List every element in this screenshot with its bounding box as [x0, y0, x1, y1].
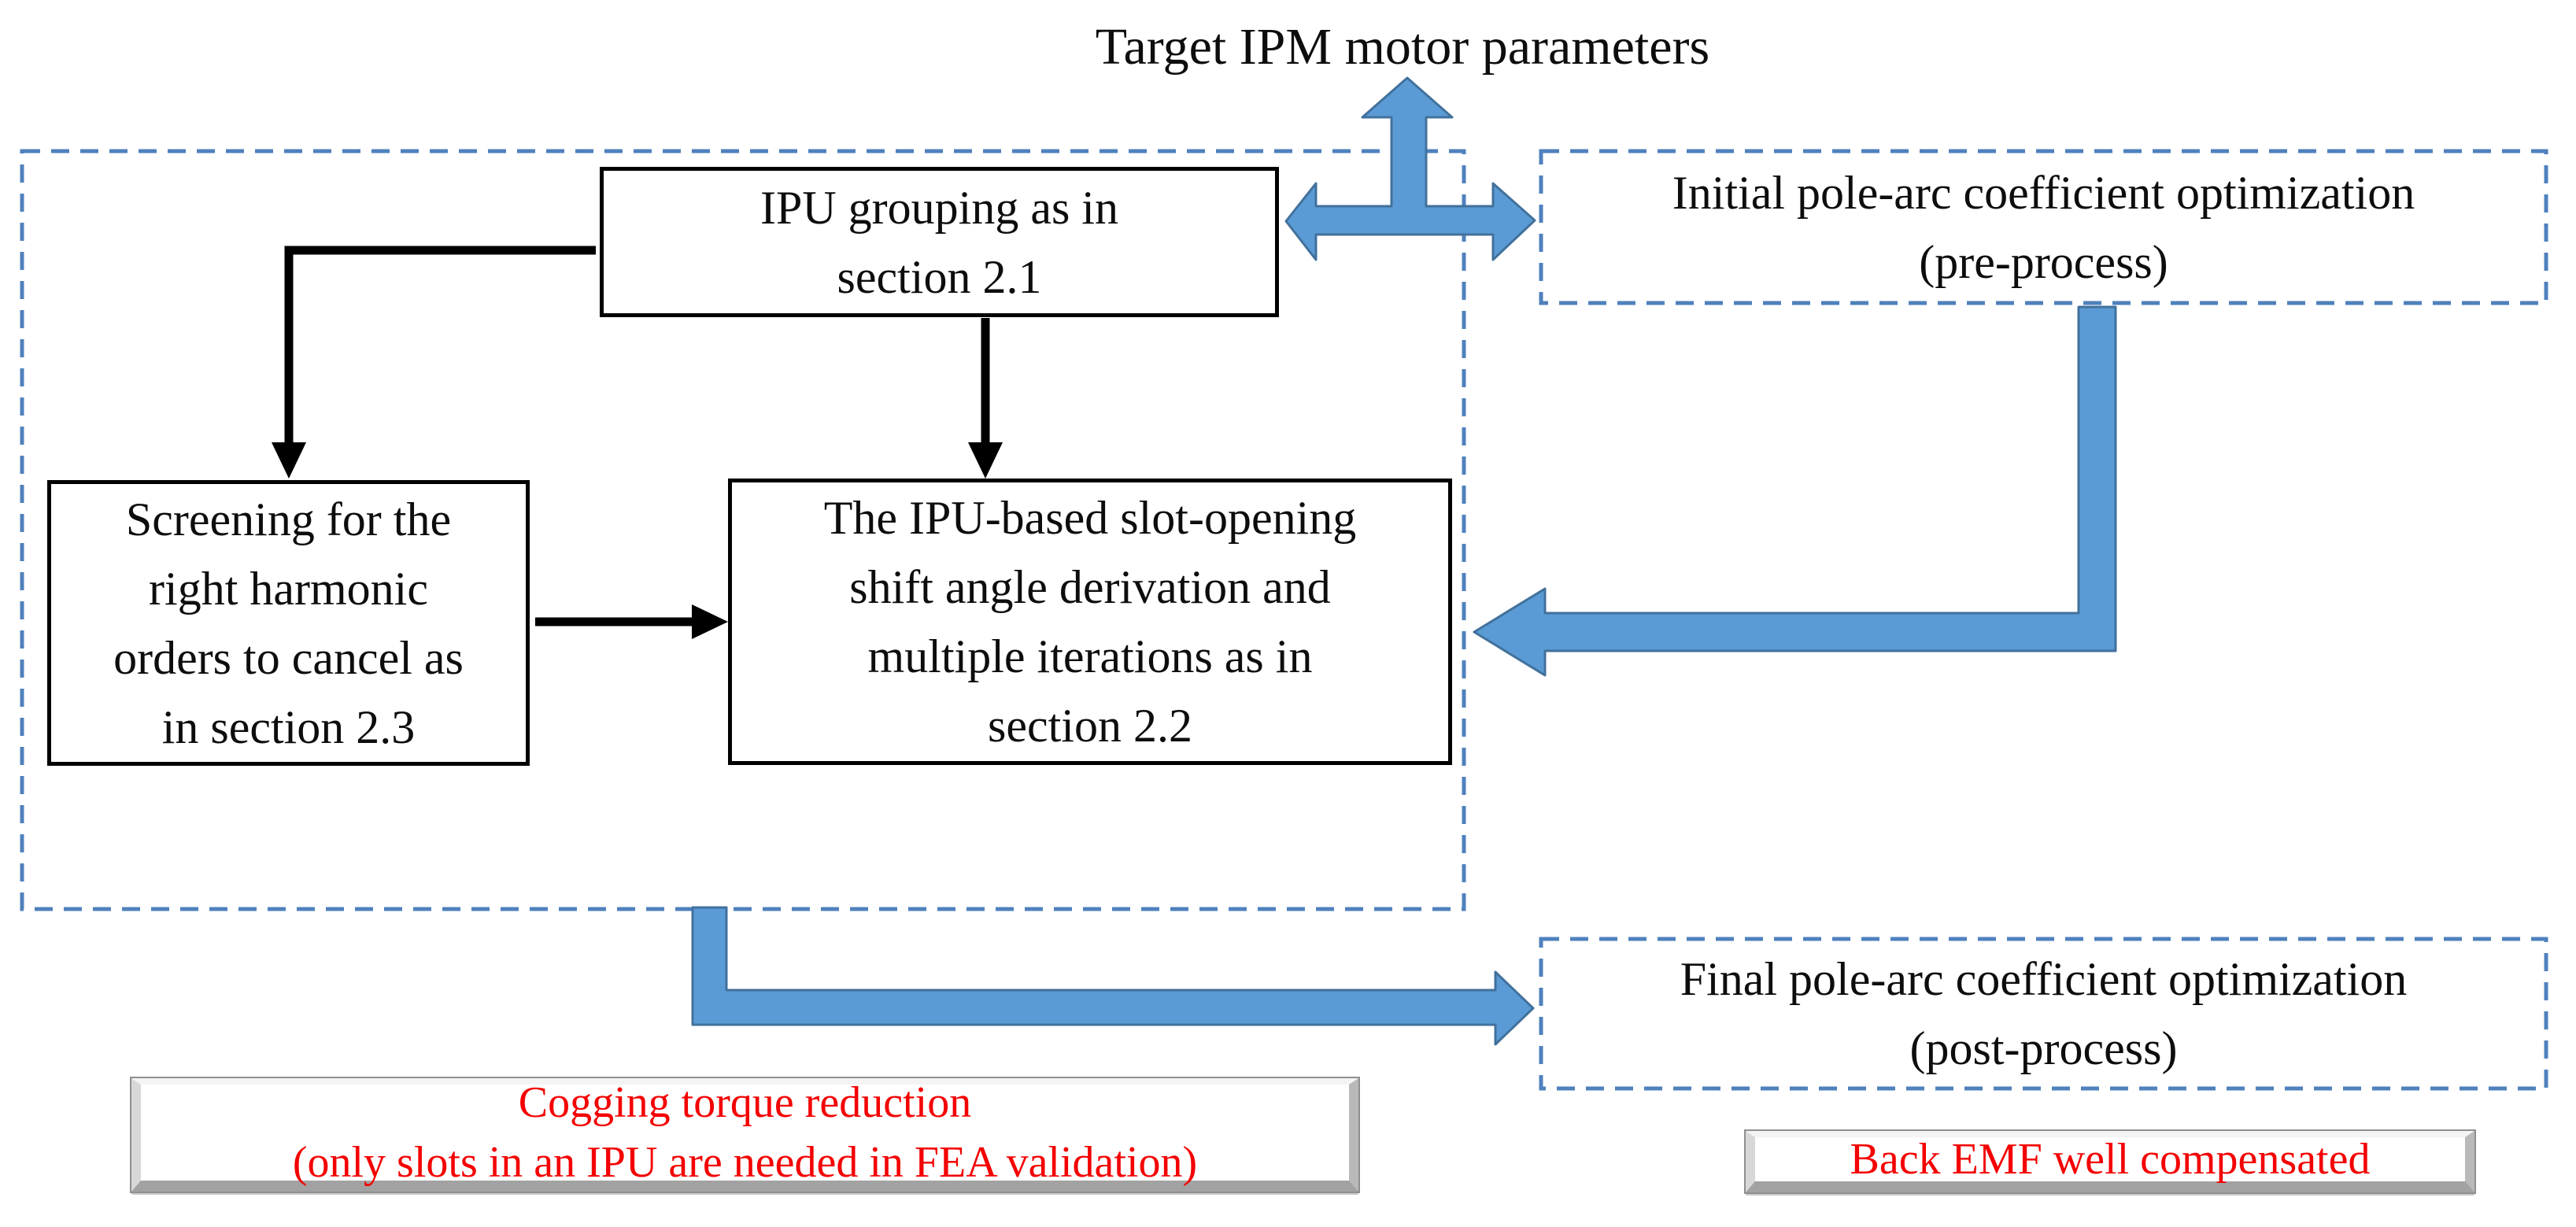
derivation-line: section 2.2 — [988, 700, 1192, 752]
final-pole-arc-box: Final pole-arc coefficient optimization … — [1541, 939, 2546, 1088]
cogging-torque-result-box: Cogging torque reduction (only slots in … — [130, 1077, 1360, 1193]
ipu-to-derivation-arrowhead-icon — [968, 442, 1003, 479]
cogging-torque-line: (only slots in an IPU are needed in FEA … — [292, 1138, 1198, 1187]
initial-pole-arc-box: Initial pole-arc coefficient optimizatio… — [1541, 151, 2546, 303]
screening-line: right harmonic — [149, 562, 428, 615]
derivation-line: shift angle derivation and — [849, 561, 1331, 613]
ipu-to-screening-arrowhead-icon — [272, 442, 306, 479]
back-emf-result-box: Back EMF well compensated — [1744, 1129, 2476, 1194]
screening-box: Screening for the right harmonic orders … — [47, 480, 530, 766]
final-pole-arc-line: (post-process) — [1909, 1022, 2178, 1074]
derivation-line: multiple iterations as in — [867, 630, 1313, 682]
screening-line: Screening for the — [125, 493, 452, 545]
screening-line: orders to cancel as — [113, 631, 464, 684]
diagram-title: Target IPM motor parameters — [970, 9, 1835, 85]
screening-line: in section 2.3 — [161, 700, 416, 753]
ipu-grouping-line: section 2.1 — [837, 250, 1042, 303]
derivation-box: The IPU-based slot-opening shift angle d… — [728, 479, 1452, 765]
initial-pole-arc-line: Initial pole-arc coefficient optimizatio… — [1672, 166, 2415, 219]
derivation-line: The IPU-based slot-opening — [823, 492, 1357, 544]
back-emf-line: Back EMF well compensated — [1850, 1135, 2371, 1184]
cogging-torque-line: Cogging torque reduction — [518, 1078, 972, 1127]
ipu-to-screening-connector — [284, 246, 596, 445]
three-way-arrow-icon — [1284, 76, 1536, 261]
ipu-grouping-box: IPU grouping as in section 2.1 — [600, 167, 1279, 317]
diagram-title-label: Target IPM motor parameters — [1095, 18, 1710, 76]
screening-to-derivation-arrowhead-icon — [692, 604, 728, 639]
final-pole-arc-line: Final pole-arc coefficient optimization — [1680, 953, 2408, 1005]
final-output-arrow-icon — [691, 906, 1535, 1046]
preprocess-return-arrow-icon — [1473, 305, 2117, 677]
initial-pole-arc-line: (pre-process) — [1919, 235, 2168, 288]
ipu-grouping-line: IPU grouping as in — [760, 181, 1118, 234]
